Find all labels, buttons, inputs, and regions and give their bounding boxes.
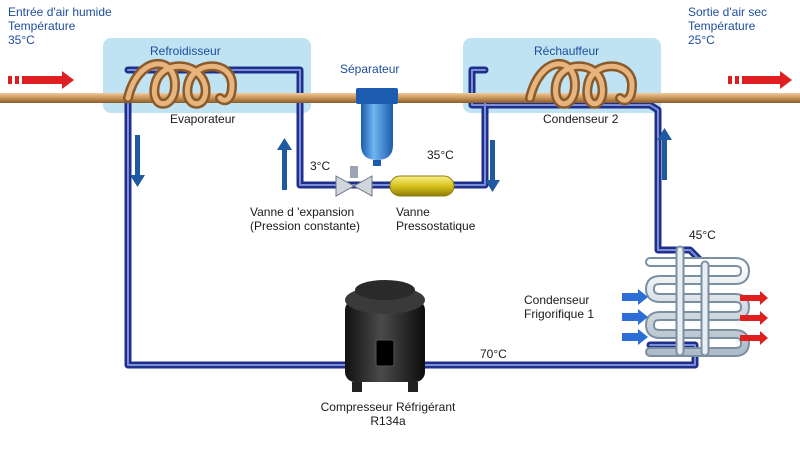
separator-label: Séparateur xyxy=(340,62,400,76)
condenser1-coil xyxy=(644,245,751,357)
hot-air-arrows xyxy=(740,291,768,345)
condenser1-label-2: Frigorifique 1 xyxy=(524,307,595,321)
outlet-arrow xyxy=(728,71,792,89)
inlet-arrow xyxy=(8,71,74,89)
expansion-valve xyxy=(335,166,373,197)
cooler-label: Refroidisseur xyxy=(150,44,221,58)
temp-comp-out: 70°C xyxy=(480,347,507,361)
flow-arrows xyxy=(130,128,672,192)
pressostatic-valve xyxy=(389,175,455,197)
expansion-valve-label-2: (Pression constante) xyxy=(250,219,361,233)
condenser2-label: Condenseur 2 xyxy=(543,112,619,126)
inlet-title: Entrée d'air humide xyxy=(8,5,112,19)
evaporator-coil xyxy=(123,58,238,109)
outlet-title: Sortie d'air sec xyxy=(688,5,767,19)
compressor-label-2: R134a xyxy=(370,414,406,428)
compressor xyxy=(345,280,425,392)
outlet-temp-label: Température xyxy=(688,19,756,33)
condenser1-label-1: Condenseur xyxy=(524,293,590,307)
temp-valve-out: 35°C xyxy=(427,148,454,162)
air-pipe xyxy=(0,93,800,103)
inlet-temp-label: Température xyxy=(8,19,76,33)
compressor-label-1: Compresseur Réfrigérant xyxy=(320,400,456,414)
separator xyxy=(356,88,398,166)
evaporator-label: Evaporateur xyxy=(170,112,236,126)
temp-cond1-in: 45°C xyxy=(689,228,716,242)
inlet-temp-value: 35°C xyxy=(8,33,35,47)
outlet-temp-value: 25°C xyxy=(688,33,715,47)
pressostatic-valve-label-2: Pressostatique xyxy=(396,219,476,233)
temp-evap-out: 3°C xyxy=(310,159,331,173)
cold-air-arrows xyxy=(622,289,648,345)
expansion-valve-label-1: Vanne d 'expansion xyxy=(250,205,355,219)
pressostatic-valve-label-1: Vanne xyxy=(396,205,430,219)
reheater-label: Réchauffeur xyxy=(534,44,600,58)
condenser2-coil xyxy=(525,58,638,109)
